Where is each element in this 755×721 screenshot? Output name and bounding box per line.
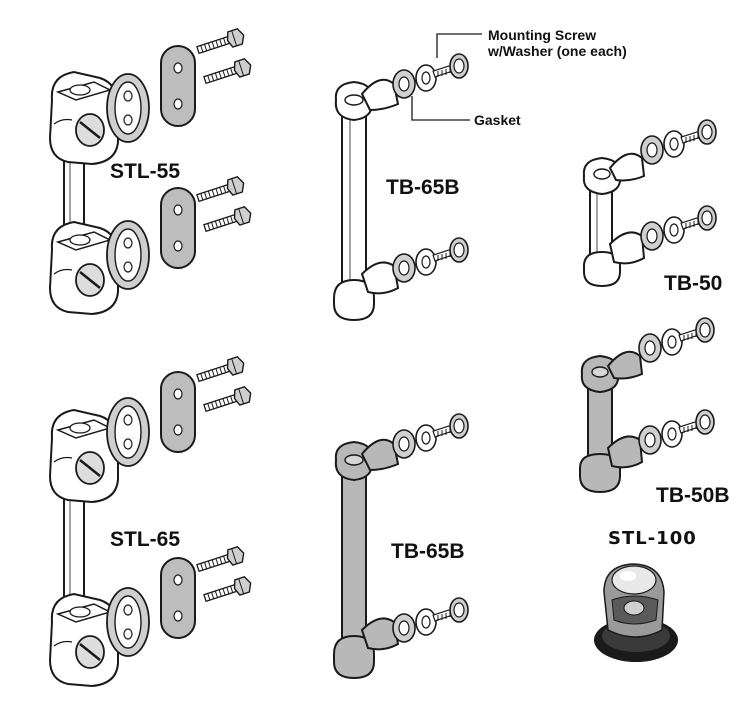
stl-55-assembly	[48, 26, 254, 316]
callout-lines	[411, 33, 482, 121]
label-stl-55: STL-55	[110, 160, 181, 183]
label-stl-100: STL-100	[608, 528, 697, 549]
tb-65b-bottom-assembly	[333, 413, 469, 680]
callout-mounting-screw: Mounting Screw w/Washer (one each)	[488, 27, 627, 59]
callout-mounting-screw-line2: w/Washer (one each)	[488, 43, 627, 59]
label-tb-65b-top: TB-65B	[386, 176, 460, 199]
callout-mounting-screw-line1: Mounting Screw	[488, 27, 597, 43]
stl-100-knob	[594, 563, 678, 662]
tb-50b-assembly	[579, 317, 715, 494]
tb-65b-top-assembly	[333, 53, 469, 322]
label-tb-50b: TB-50B	[656, 484, 730, 507]
tb-50-assembly	[582, 119, 717, 288]
callout-gasket: Gasket	[474, 112, 521, 128]
label-tb-50: TB-50	[664, 272, 723, 295]
stl-65-assembly	[48, 354, 254, 688]
label-stl-65: STL-65	[110, 528, 181, 551]
label-tb-65b-bottom: TB-65B	[391, 540, 465, 563]
